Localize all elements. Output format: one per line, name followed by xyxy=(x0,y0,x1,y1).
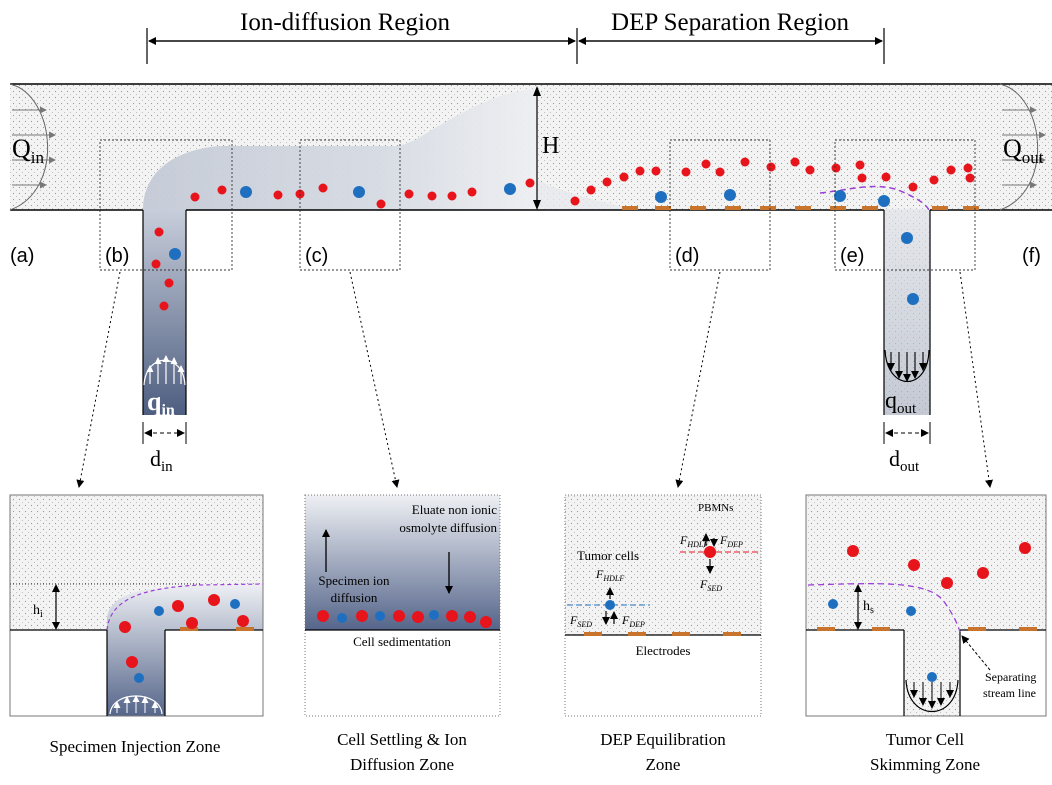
svg-text:FHDLF: FHDLF xyxy=(595,567,624,583)
svg-text:FSED: FSED xyxy=(699,577,722,593)
d-out-dimension: dout xyxy=(883,422,931,475)
caption-c-2: Diffusion Zone xyxy=(350,755,454,774)
main-cells xyxy=(151,157,975,311)
region-header-dep: DEP Separation Region xyxy=(578,9,885,64)
svg-text:FSED: FSED xyxy=(569,613,592,629)
d-in-label: din xyxy=(150,446,173,475)
inset-e-sep-2: stream line xyxy=(983,686,1036,700)
main-separating-streamline xyxy=(819,185,931,213)
svg-text:FHDLF: FHDLF xyxy=(679,533,708,549)
inlet-velocity-profile xyxy=(9,83,56,211)
leader-lines xyxy=(76,271,993,488)
main-electrodes xyxy=(622,206,979,210)
inset-d-forces: FHDLF FDEP FSED FHDLF FSED FDEP xyxy=(569,533,743,629)
inset-d-pbmns: PBMNs xyxy=(698,502,733,514)
marker-b: (b) xyxy=(105,245,129,267)
caption-d-2: Zone xyxy=(646,755,681,774)
region-title-dep: DEP Separation Region xyxy=(611,9,849,36)
inset-e-skimming: hs Separating stream line xyxy=(805,494,1047,717)
inset-c-specimen-1: Specimen ion xyxy=(318,573,390,588)
inset-c-specimen-2: diffusion xyxy=(331,590,378,605)
caption-d-1: DEP Equilibration xyxy=(600,730,726,749)
q-in-main-label: Qin xyxy=(12,134,45,167)
height-dimension: H xyxy=(533,86,559,210)
marker-e: (e) xyxy=(840,245,864,267)
q-out-main-label: Qout xyxy=(1003,134,1044,167)
inset-b-injection: hi xyxy=(9,494,264,717)
inset-e-sep-1: Separating xyxy=(985,670,1036,684)
q-in-small-label: qin xyxy=(147,387,175,419)
region-header-ion-diffusion: Ion-diffusion Region xyxy=(146,9,578,64)
inlet-branch: qin xyxy=(142,209,187,419)
d-out-label: dout xyxy=(889,446,920,475)
inset-c-settling: Eluate non ionic osmolyte diffusion Spec… xyxy=(304,494,501,717)
q-out-small-label: qout xyxy=(885,388,917,417)
inset-c-eluate-2: osmolyte diffusion xyxy=(399,520,497,535)
inset-c-sedimentation: Cell sedimentation xyxy=(353,634,451,649)
caption-b: Specimen Injection Zone xyxy=(50,737,221,756)
inset-e-h-label: hs xyxy=(863,599,874,616)
d-in-dimension: din xyxy=(142,422,187,475)
inset-d-equilibration: PBMNs Tumor cells Electrodes FHDLF FDEP … xyxy=(564,494,762,717)
inset-d-electrodes: Electrodes xyxy=(636,643,691,658)
marker-d: (d) xyxy=(675,245,699,267)
inset-c-eluate-1: Eluate non ionic xyxy=(412,502,497,517)
marker-c: (c) xyxy=(305,245,328,267)
marker-a: (a) xyxy=(10,245,34,267)
svg-text:FDEP: FDEP xyxy=(621,613,645,629)
zone-boxes xyxy=(99,139,976,271)
outlet-velocity-profile xyxy=(999,83,1046,211)
region-title-ion: Ion-diffusion Region xyxy=(240,9,450,36)
inset-b-h-label: hi xyxy=(33,603,43,620)
captions: Specimen Injection Zone Cell Settling & … xyxy=(50,730,980,774)
caption-e-2: Skimming Zone xyxy=(870,755,980,774)
marker-f: (f) xyxy=(1022,245,1041,267)
svg-text:FDEP: FDEP xyxy=(719,533,743,549)
height-label: H xyxy=(542,133,559,159)
inset-d-tumor: Tumor cells xyxy=(577,548,639,563)
caption-c-1: Cell Settling & Ion xyxy=(337,730,467,749)
caption-e-1: Tumor Cell xyxy=(886,730,965,749)
main-channel xyxy=(10,83,1052,211)
